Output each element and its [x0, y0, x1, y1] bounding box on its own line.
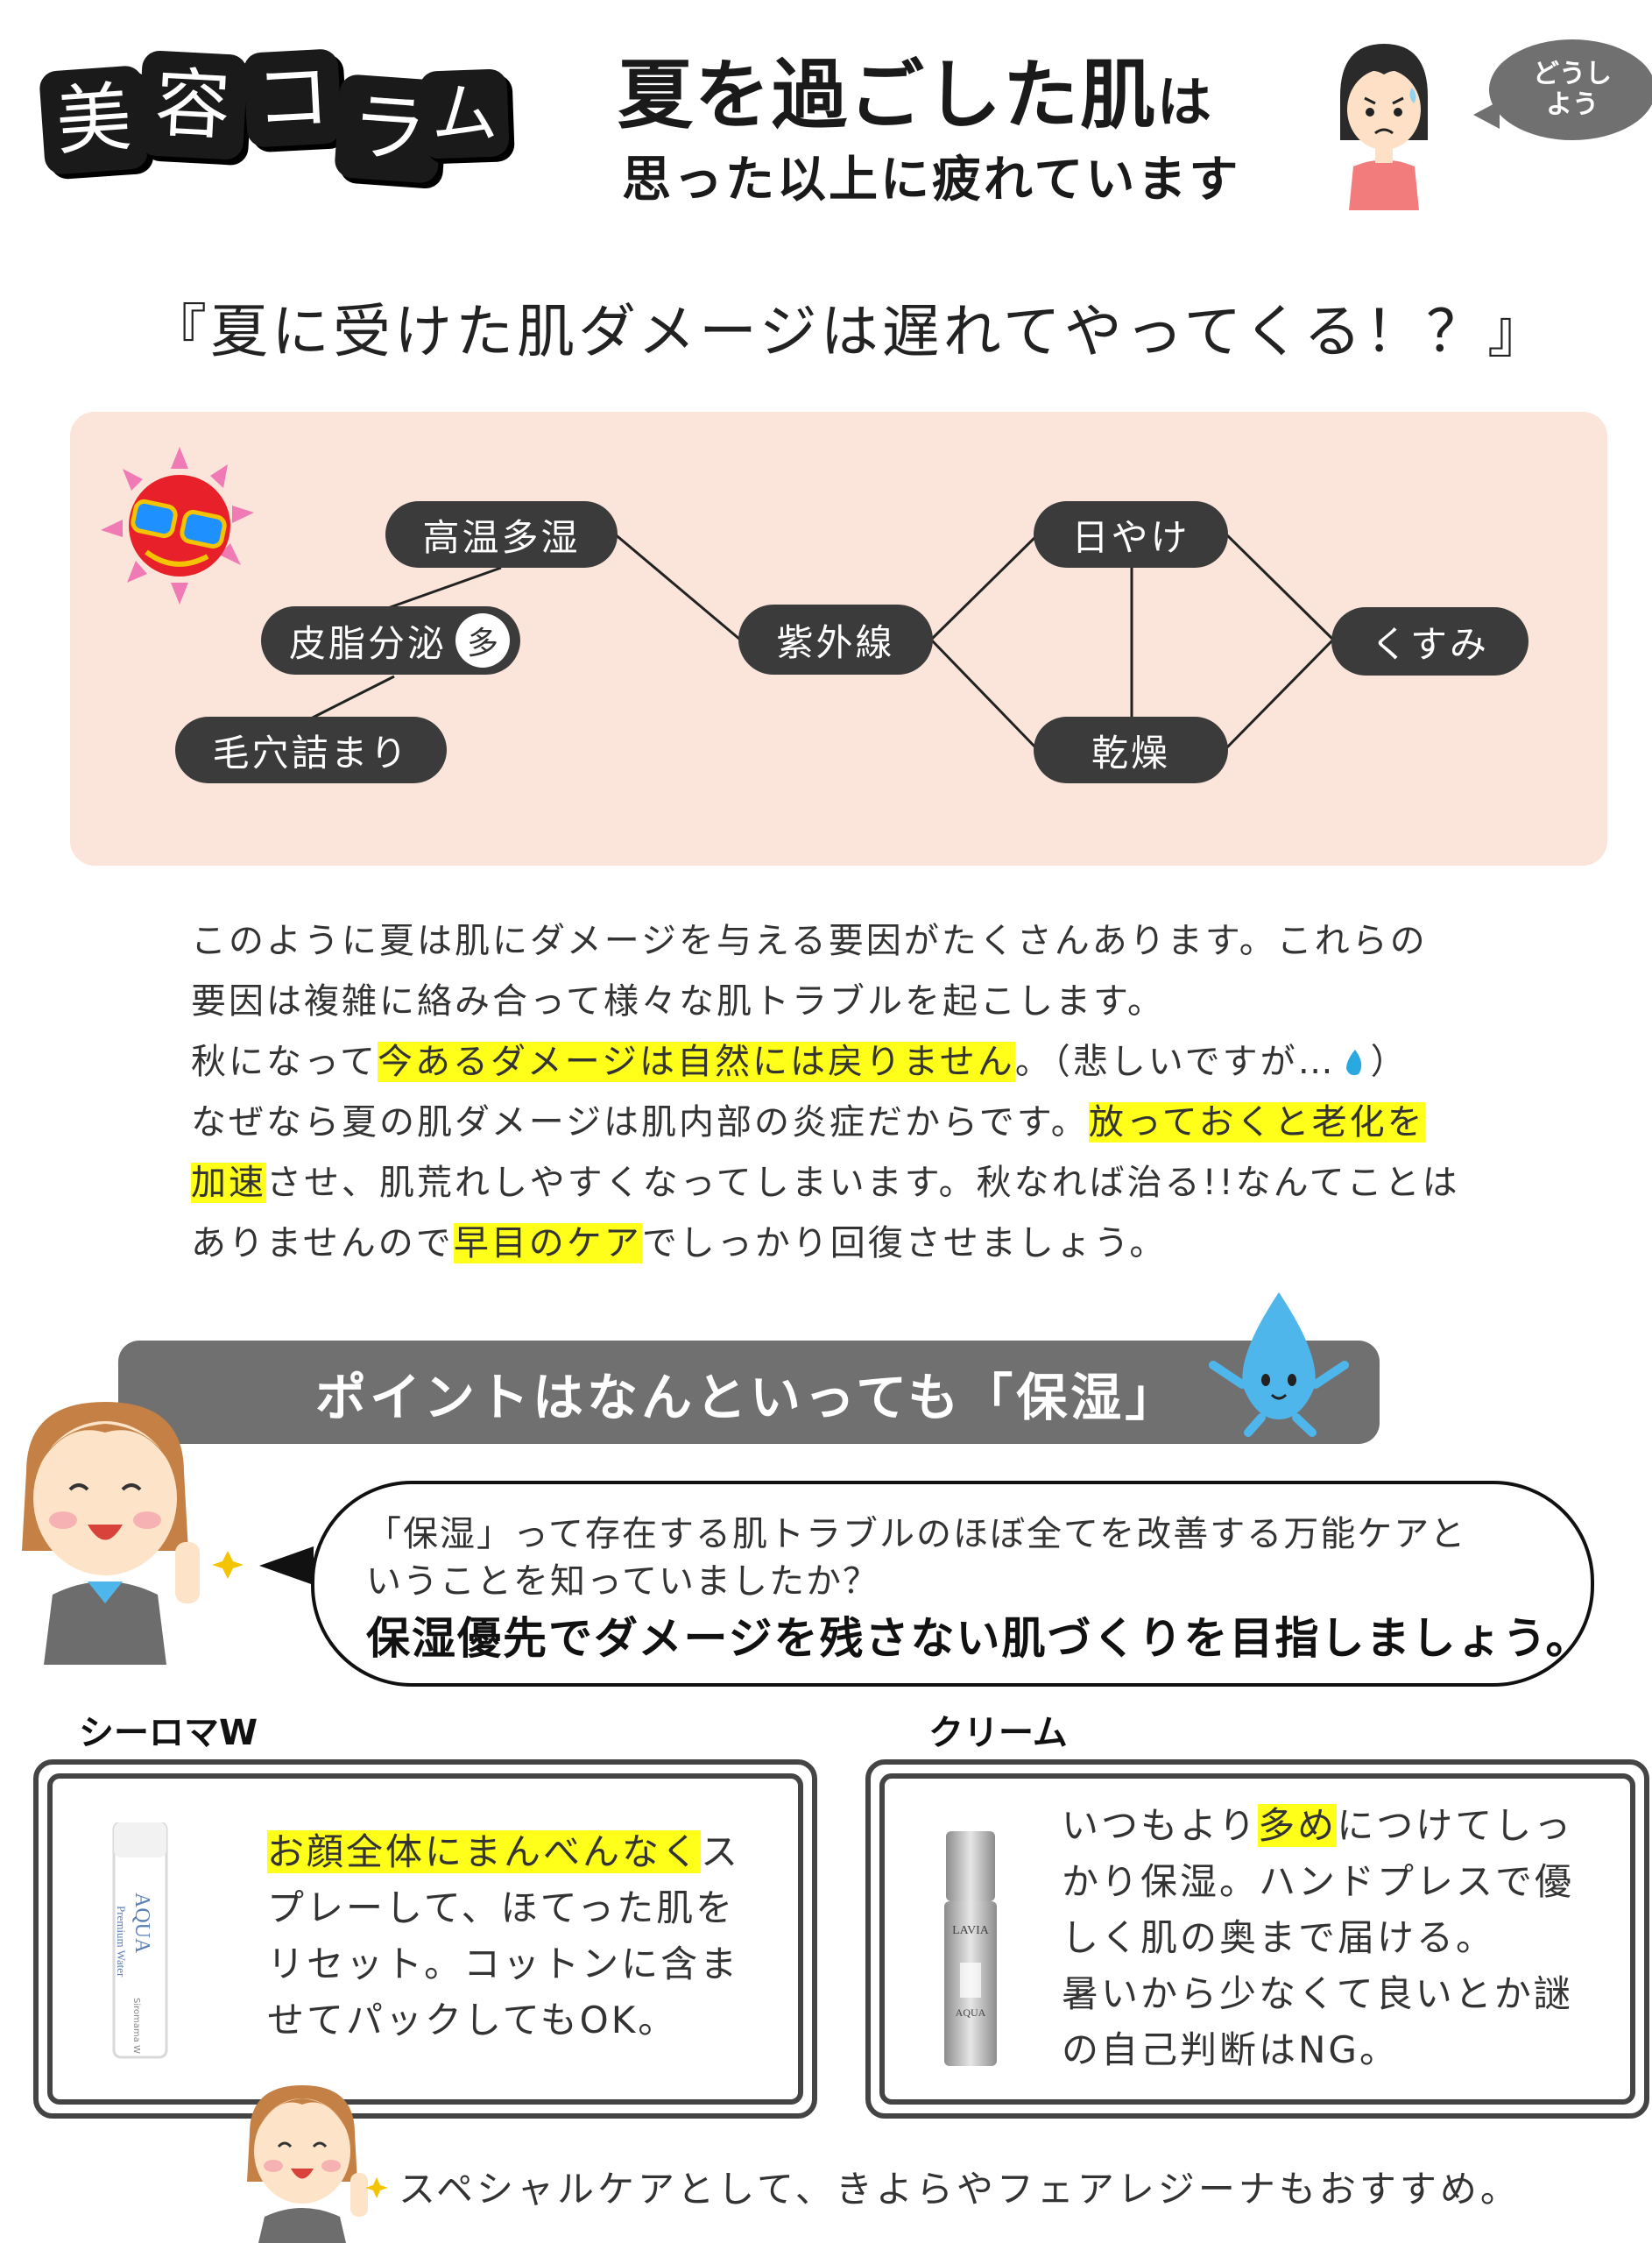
spray-bottle-name: Siromama W [131, 1998, 141, 2054]
body-paragraph: このように夏は肌にダメージを与える要因がたくさんあります。これらの 要因は複雑に… [191, 911, 1522, 1274]
cream-bottle-brand: LAVIA [952, 1924, 989, 1937]
pointing-woman-small-illustration [247, 2085, 388, 2243]
body-line-6-a: ありませんので [191, 1223, 454, 1263]
node-pores: 毛穴詰まり [175, 717, 447, 783]
body-line-2: 要因は複雑に絡み合って様々な肌トラブルを起こします。 [191, 981, 1165, 1022]
body-highlight-4: 早目のケア [453, 1223, 642, 1263]
node-sebum-badge: 多 [455, 613, 510, 668]
speech-bubble: どうし よう [1473, 39, 1652, 140]
product-left-highlight: お顔全体にまんべんなく [267, 1830, 702, 1873]
product-left-line-2: プレーして、ほてった肌を [267, 1886, 736, 1929]
spray-bottle-brand: AQUA [131, 1893, 153, 1954]
product-left-line-4: せてパックしてもOK。 [267, 1999, 678, 2041]
sweat-drop-icon [1345, 1050, 1361, 1076]
body-line-3-b: 。（悲しいですが… [1014, 1042, 1336, 1082]
dialog-line-1: 「保湿」って存在する肌トラブルのほぼ全てを改善する万能ケアと [366, 1514, 1467, 1554]
page-title-suffix: は [1157, 70, 1214, 134]
body-line-1: このように夏は肌にダメージを与える要因がたくさんあります。これらの [191, 921, 1428, 961]
body-line-4-a: なぜなら夏の肌ダメージは肌内部の炎症だからです。 [191, 1102, 1089, 1143]
body-line-5: 加速させ、肌荒れしやすくなってしまいます。秋なれば治る!!なんてことは [191, 1153, 1522, 1213]
page-title: 夏を過ごした肌は [618, 33, 1213, 143]
node-high-temp: 高温多湿 [385, 501, 618, 568]
speech-bubble-line2: よう [1546, 88, 1599, 120]
product-left-line-3: リセット。コットンに含ま [267, 1942, 740, 1985]
spray-bottle-image [112, 1822, 168, 2059]
product-right-line-5: の自己判断はNG。 [1062, 2028, 1399, 2071]
body-line-3-c: ） [1370, 1042, 1408, 1082]
page-title-line2: 思った以上に疲れています [622, 152, 1241, 209]
product-right-line-3: しく肌の奥まで届ける。 [1062, 1916, 1496, 1959]
subtitle: 『夏に受けた肌ダメージは遅れてやってくる！？』 [149, 298, 1550, 365]
product-right-line-1: いつもより多めにつけてしっ [1062, 1798, 1622, 1854]
worried-girl-illustration [1340, 44, 1428, 210]
product-right-line-1-a: いつもより [1062, 1804, 1259, 1847]
body-line-5-b: させ、肌荒れしやすくなってしまいます。秋なれば治る!!なんてことは [266, 1163, 1460, 1203]
dialog-line-3: 保湿優先でダメージを残さない肌づくりを目指しましょう。 [366, 1613, 1592, 1664]
product-left-text: お顔全体にまんべんなくス プレーして、ほてった肌を リセット。コットンに含ま せ… [267, 1824, 775, 2048]
node-sebum: 皮脂分泌 多 [261, 606, 520, 675]
cream-bottle-image [944, 1831, 997, 2066]
product-right-line-2: かり保湿。ハンドプレスで優 [1062, 1860, 1575, 1903]
diagram-connectors [310, 531, 1335, 752]
body-line-3: 秋になって今あるダメージは自然には戻りません。（悲しいですが… ） [191, 1032, 1522, 1093]
product-right-label: クリーム [928, 1713, 1068, 1753]
dialog-line-2: いうことを知っていましたか？ [366, 1561, 879, 1602]
cream-bottle-sub: AQUA [955, 2006, 986, 2019]
product-left-label: シーロマW [79, 1713, 258, 1753]
body-highlight-2: 放っておくと老化を [1088, 1102, 1425, 1143]
body-line-4: なぜなら夏の肌ダメージは肌内部の炎症だからです。放っておくと老化を [191, 1093, 1522, 1153]
footer-text: スペシャルケアとして、きよらやフェアレジーナもおすすめ。 [399, 2168, 1521, 2211]
page-title-main: 夏を過ごした肌 [618, 52, 1157, 139]
node-dull: くすみ [1331, 607, 1528, 676]
node-uv: 紫外線 [738, 605, 933, 675]
body-highlight-3: 加速 [191, 1163, 266, 1203]
point-banner [118, 1341, 1380, 1444]
sun-icon [101, 447, 254, 605]
node-sebum-label: 皮脂分泌 [288, 621, 447, 665]
water-drop-mascot-icon [1209, 1292, 1349, 1437]
speech-bubble-line1: どうし [1533, 59, 1612, 89]
product-right-highlight: 多め [1258, 1804, 1338, 1847]
point-banner-text: ポイントはなんといっても「保湿」 [315, 1368, 1180, 1427]
body-line-6-b: でしっかり回復させましょう。 [641, 1223, 1168, 1263]
node-dry: 乾燥 [1034, 717, 1228, 783]
product-left-line-1-b: ス [701, 1830, 741, 1873]
body-line-6: ありませんので早目のケアでしっかり回復させましょう。 [191, 1213, 1522, 1274]
body-line-3-a: 秋になって [191, 1042, 378, 1082]
dialog-bubble [311, 1481, 1594, 1687]
node-tan: 日やけ [1034, 501, 1228, 568]
product-left-line-1: お顔全体にまんべんなくス [267, 1824, 775, 1880]
dialog-tail [259, 1546, 314, 1585]
pointing-woman-illustration [22, 1402, 244, 1665]
product-right-line-4: 暑いから少なくて良いとか謎 [1062, 1972, 1573, 2015]
product-right-text: いつもより多めにつけてしっ かり保湿。ハンドプレスで優 しく肌の奥まで届ける。 … [1062, 1798, 1622, 2078]
spray-bottle-sub: Premium Water [115, 1906, 128, 1978]
body-highlight-1: 今あるダメージは自然には戻りません [378, 1042, 1015, 1082]
product-right-line-1-b: につけてしっ [1337, 1804, 1574, 1847]
